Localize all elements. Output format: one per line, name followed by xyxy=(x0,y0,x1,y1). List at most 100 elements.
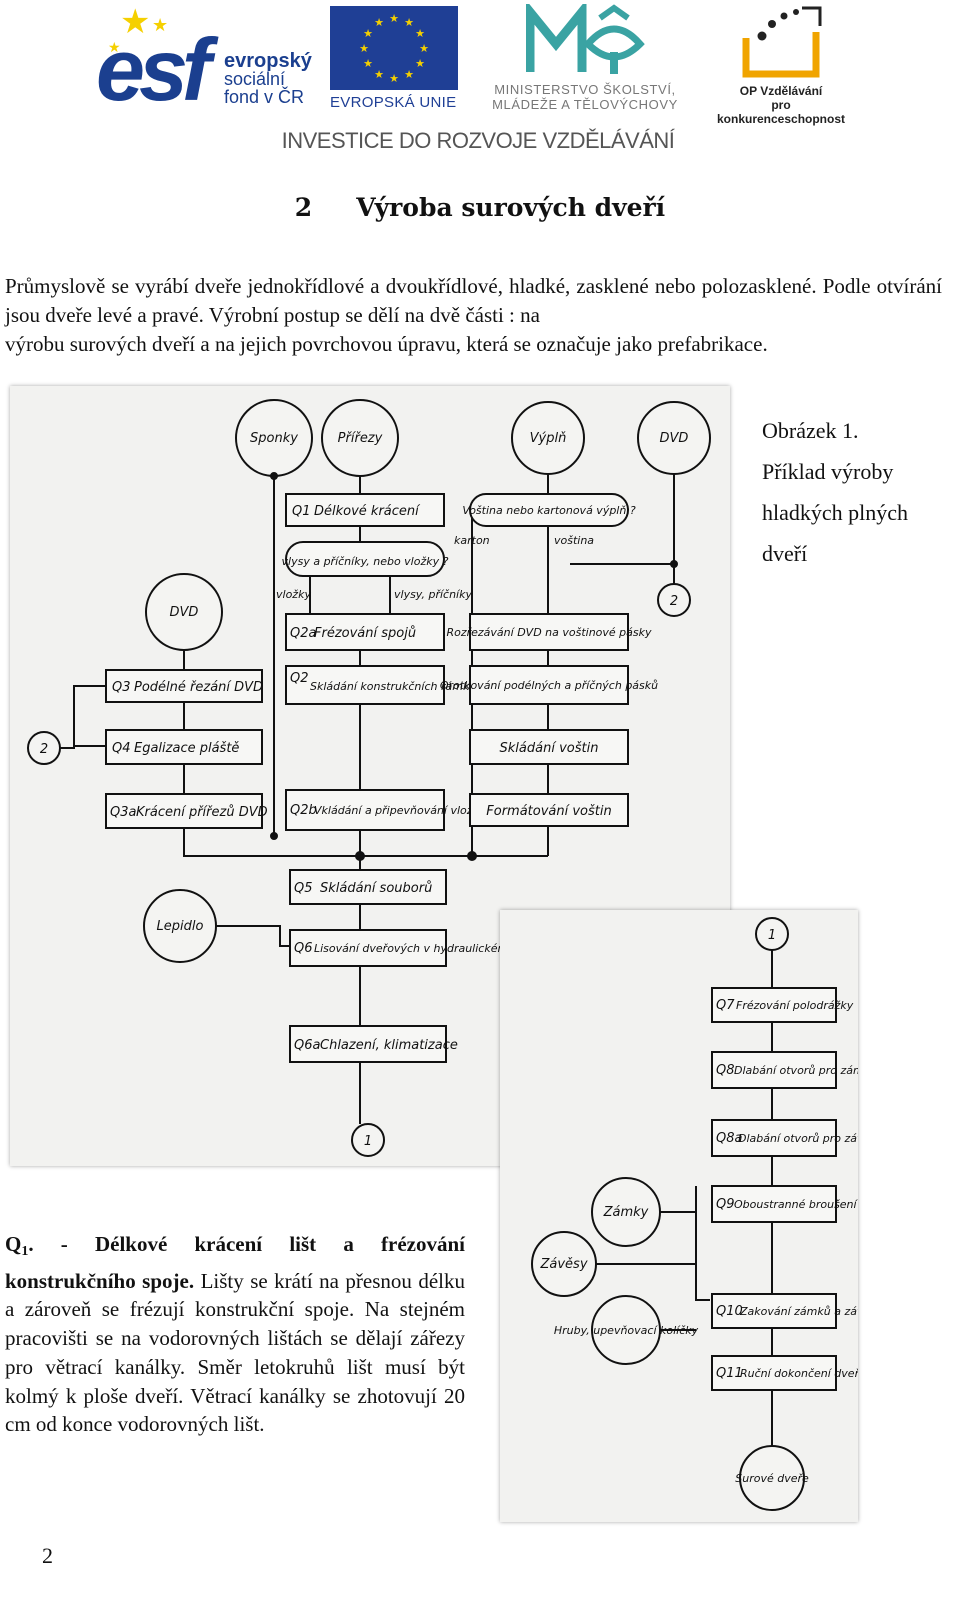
eu-label: EVROPSKÁ UNIE xyxy=(330,94,457,111)
box-q8-label: Dlabání otvorů pro zámek xyxy=(734,1064,858,1077)
svg-text:★: ★ xyxy=(363,27,373,40)
box-rozrezavani: Rozřezávání DVD na voštinové pásky xyxy=(446,613,652,651)
box-q1-code: Q1 xyxy=(292,504,311,519)
box-q8a-code: Q8a xyxy=(716,1131,743,1146)
box-q4-label: Egalizace pláště xyxy=(134,741,239,756)
connector-1-top-label: 1 xyxy=(768,928,776,943)
esf-logo: ★ ★ ★ esf evropský sociální fond v ČR xyxy=(96,6,321,114)
box-q2a: Q2a Frézování spojů xyxy=(285,613,445,651)
connector-2-left-label: 2 xyxy=(40,742,48,757)
box-formatovani-label: Formátování voštin xyxy=(486,804,611,819)
connector-2-right: 2 xyxy=(657,583,691,617)
box-skladani-vostin: Skládání voštin xyxy=(469,729,629,765)
box-q6a-label: Chlazení, klimatizace xyxy=(320,1038,458,1053)
logo-bar: ★ ★ ★ esf evropský sociální fond v ČR ★★… xyxy=(0,0,960,160)
box-q10: Q10 Zakování zámků a závěsů xyxy=(711,1293,858,1329)
star-icon: ★ xyxy=(108,41,121,56)
branch-label-vlysy: vlysy, příčníky xyxy=(394,588,472,601)
svg-text:★: ★ xyxy=(415,57,425,70)
chapter-title: Výroba surových dveří xyxy=(356,193,666,222)
box-q2b: Q2b Vkládání a připevňování vložek xyxy=(285,789,486,831)
intro-line-2: výrobu surových dveří a na jejich povrch… xyxy=(5,332,768,356)
svg-text:★: ★ xyxy=(419,42,429,55)
circle-vypln: Výplň xyxy=(511,401,585,475)
circle-zamky: Zámky xyxy=(591,1177,661,1247)
connector-2-right-label: 2 xyxy=(670,594,678,609)
msmt-mark-icon xyxy=(525,0,646,76)
box-q1-label: Délkové krácení xyxy=(314,504,421,519)
box-q6a-code: Q6a xyxy=(294,1038,321,1053)
box-q1: Q1 Délkové krácení xyxy=(285,493,445,527)
q1-subscript: 1 xyxy=(21,1244,29,1259)
connector-1-bottom-label: 1 xyxy=(364,1134,372,1149)
esf-line-3: fond v ČR xyxy=(224,87,305,107)
box-orotkovani: Orotkování podélných a příčných pásků xyxy=(440,665,658,705)
op-text: OP Vzdělávání pro konkurenceschopnost xyxy=(706,84,856,126)
box-vlysy: vlysy a příčníky, nebo vložky ? xyxy=(282,541,449,577)
process-diagram-second: 1 Q7 Frézování polodrážky Q8 Dlabání otv… xyxy=(500,910,858,1522)
box-skladani-vostin-label: Skládání voštin xyxy=(500,741,599,756)
box-q8: Q8 Dlabání otvorů pro zámek xyxy=(711,1051,858,1089)
esf-text: evropský sociální fond v ČR xyxy=(224,51,324,107)
op-line-1: OP Vzdělávání xyxy=(739,84,823,98)
box-q3-label: Podélné řezání DVD xyxy=(134,680,263,695)
q1-description: Q1. - Délkové krácení lišt a frézování k… xyxy=(5,1230,465,1439)
svg-text:★: ★ xyxy=(389,12,399,25)
svg-text:★: ★ xyxy=(374,68,384,81)
intro-paragraph: Průmyslově se vyrábí dveře jednokřídlové… xyxy=(5,272,942,359)
box-q8-code: Q8 xyxy=(716,1063,735,1078)
box-q2b-code: Q2b xyxy=(290,803,317,818)
box-q8a-label: Dlabání otvorů pro závěsy xyxy=(738,1132,858,1145)
box-q11: Q11 Ruční dokončení dveří xyxy=(711,1355,858,1391)
op-mark-icon xyxy=(736,4,826,82)
circle-vypln-label: Výplň xyxy=(530,431,567,446)
box-q2-code: Q2 xyxy=(290,671,309,686)
svg-text:★: ★ xyxy=(404,16,414,29)
box-q9: Q9 Oboustranné broušení ploch xyxy=(711,1185,858,1223)
eu-logo: ★★★ ★★★ ★★★ ★★★ EVROPSKÁ UNIE xyxy=(330,6,460,116)
box-q6: Q6 Lisování dveřových v hydraulickém lis… xyxy=(289,929,531,967)
branch-label-karton: karton xyxy=(454,534,490,547)
box-q4: Q4 Egalizace pláště xyxy=(105,729,263,765)
eu-flag-icon: ★★★ ★★★ ★★★ ★★★ xyxy=(330,6,458,90)
box-q2-label: Skládání konstrukčních rámků xyxy=(310,680,476,693)
star-icon: ★ xyxy=(152,15,169,35)
circle-hrucky: Hruby, upevňovací kolíčky xyxy=(554,1295,699,1365)
q1-bold-title: . - Délkové krácení lišt a frézování kon… xyxy=(5,1232,465,1293)
caption-line-3: hladkých plných xyxy=(762,500,909,525)
circle-lepidlo: Lepidlo xyxy=(143,889,217,963)
box-q3a-code: Q3a xyxy=(110,805,137,820)
connector-1-bottom: 1 xyxy=(351,1123,385,1157)
msmt-line-1: MINISTERSTVO ŠKOLSTVÍ, xyxy=(494,82,676,97)
box-q2a-label: Frézování spojů xyxy=(314,626,416,641)
msmt-logo: MINISTERSTVO ŠKOLSTVÍ, MLÁDEŽE A TĚLOVÝC… xyxy=(470,0,700,116)
svg-text:★: ★ xyxy=(404,68,414,81)
box-q3a-label: Krácení přířezů DVD xyxy=(136,805,268,820)
circle-zavesy: Závěsy xyxy=(531,1231,597,1297)
circle-prirezy: Přířezy xyxy=(321,399,399,477)
box-q10-label: Zakování zámků a závěsů xyxy=(739,1305,858,1318)
box-q3: Q3 Podélné řezání DVD xyxy=(105,669,263,703)
figure-caption: Obrázek 1. Příklad výroby hladkých plnýc… xyxy=(762,410,942,574)
svg-text:★: ★ xyxy=(389,72,399,85)
circle-prirezy-label: Přířezy xyxy=(338,431,383,446)
box-q2b-label: Vkládání a připevňování vložek xyxy=(314,804,486,817)
circle-zavesy-label: Závěsy xyxy=(539,1257,587,1272)
box-q2a-code: Q2a xyxy=(290,626,317,641)
box-q11-code: Q11 xyxy=(716,1366,743,1381)
box-q6-label: Lisování dveřových v hydraulickém lisu xyxy=(314,942,531,955)
connector-1-top: 1 xyxy=(755,917,789,951)
caption-line-1: Obrázek 1. xyxy=(762,418,859,443)
circle-lepidlo-label: Lepidlo xyxy=(157,919,204,934)
box-q7-label: Frézování polodrážky xyxy=(736,999,854,1012)
box-formatovani: Formátování voštin xyxy=(469,793,629,827)
box-vostina: Voština nebo kartonová výplň ? xyxy=(462,493,636,527)
svg-text:★: ★ xyxy=(363,57,373,70)
circle-sponky: Sponky xyxy=(235,399,313,477)
circle-hrucky-label: Hruby, upevňovací kolíčky xyxy=(554,1324,699,1337)
box-q7-code: Q7 xyxy=(716,998,735,1013)
op-line-2: pro konkurenceschopnost xyxy=(716,98,846,126)
box-q6-code: Q6 xyxy=(294,941,313,956)
esf-letters: esf xyxy=(96,20,211,119)
box-q6a: Q6a Chlazení, klimatizace xyxy=(289,1025,458,1063)
